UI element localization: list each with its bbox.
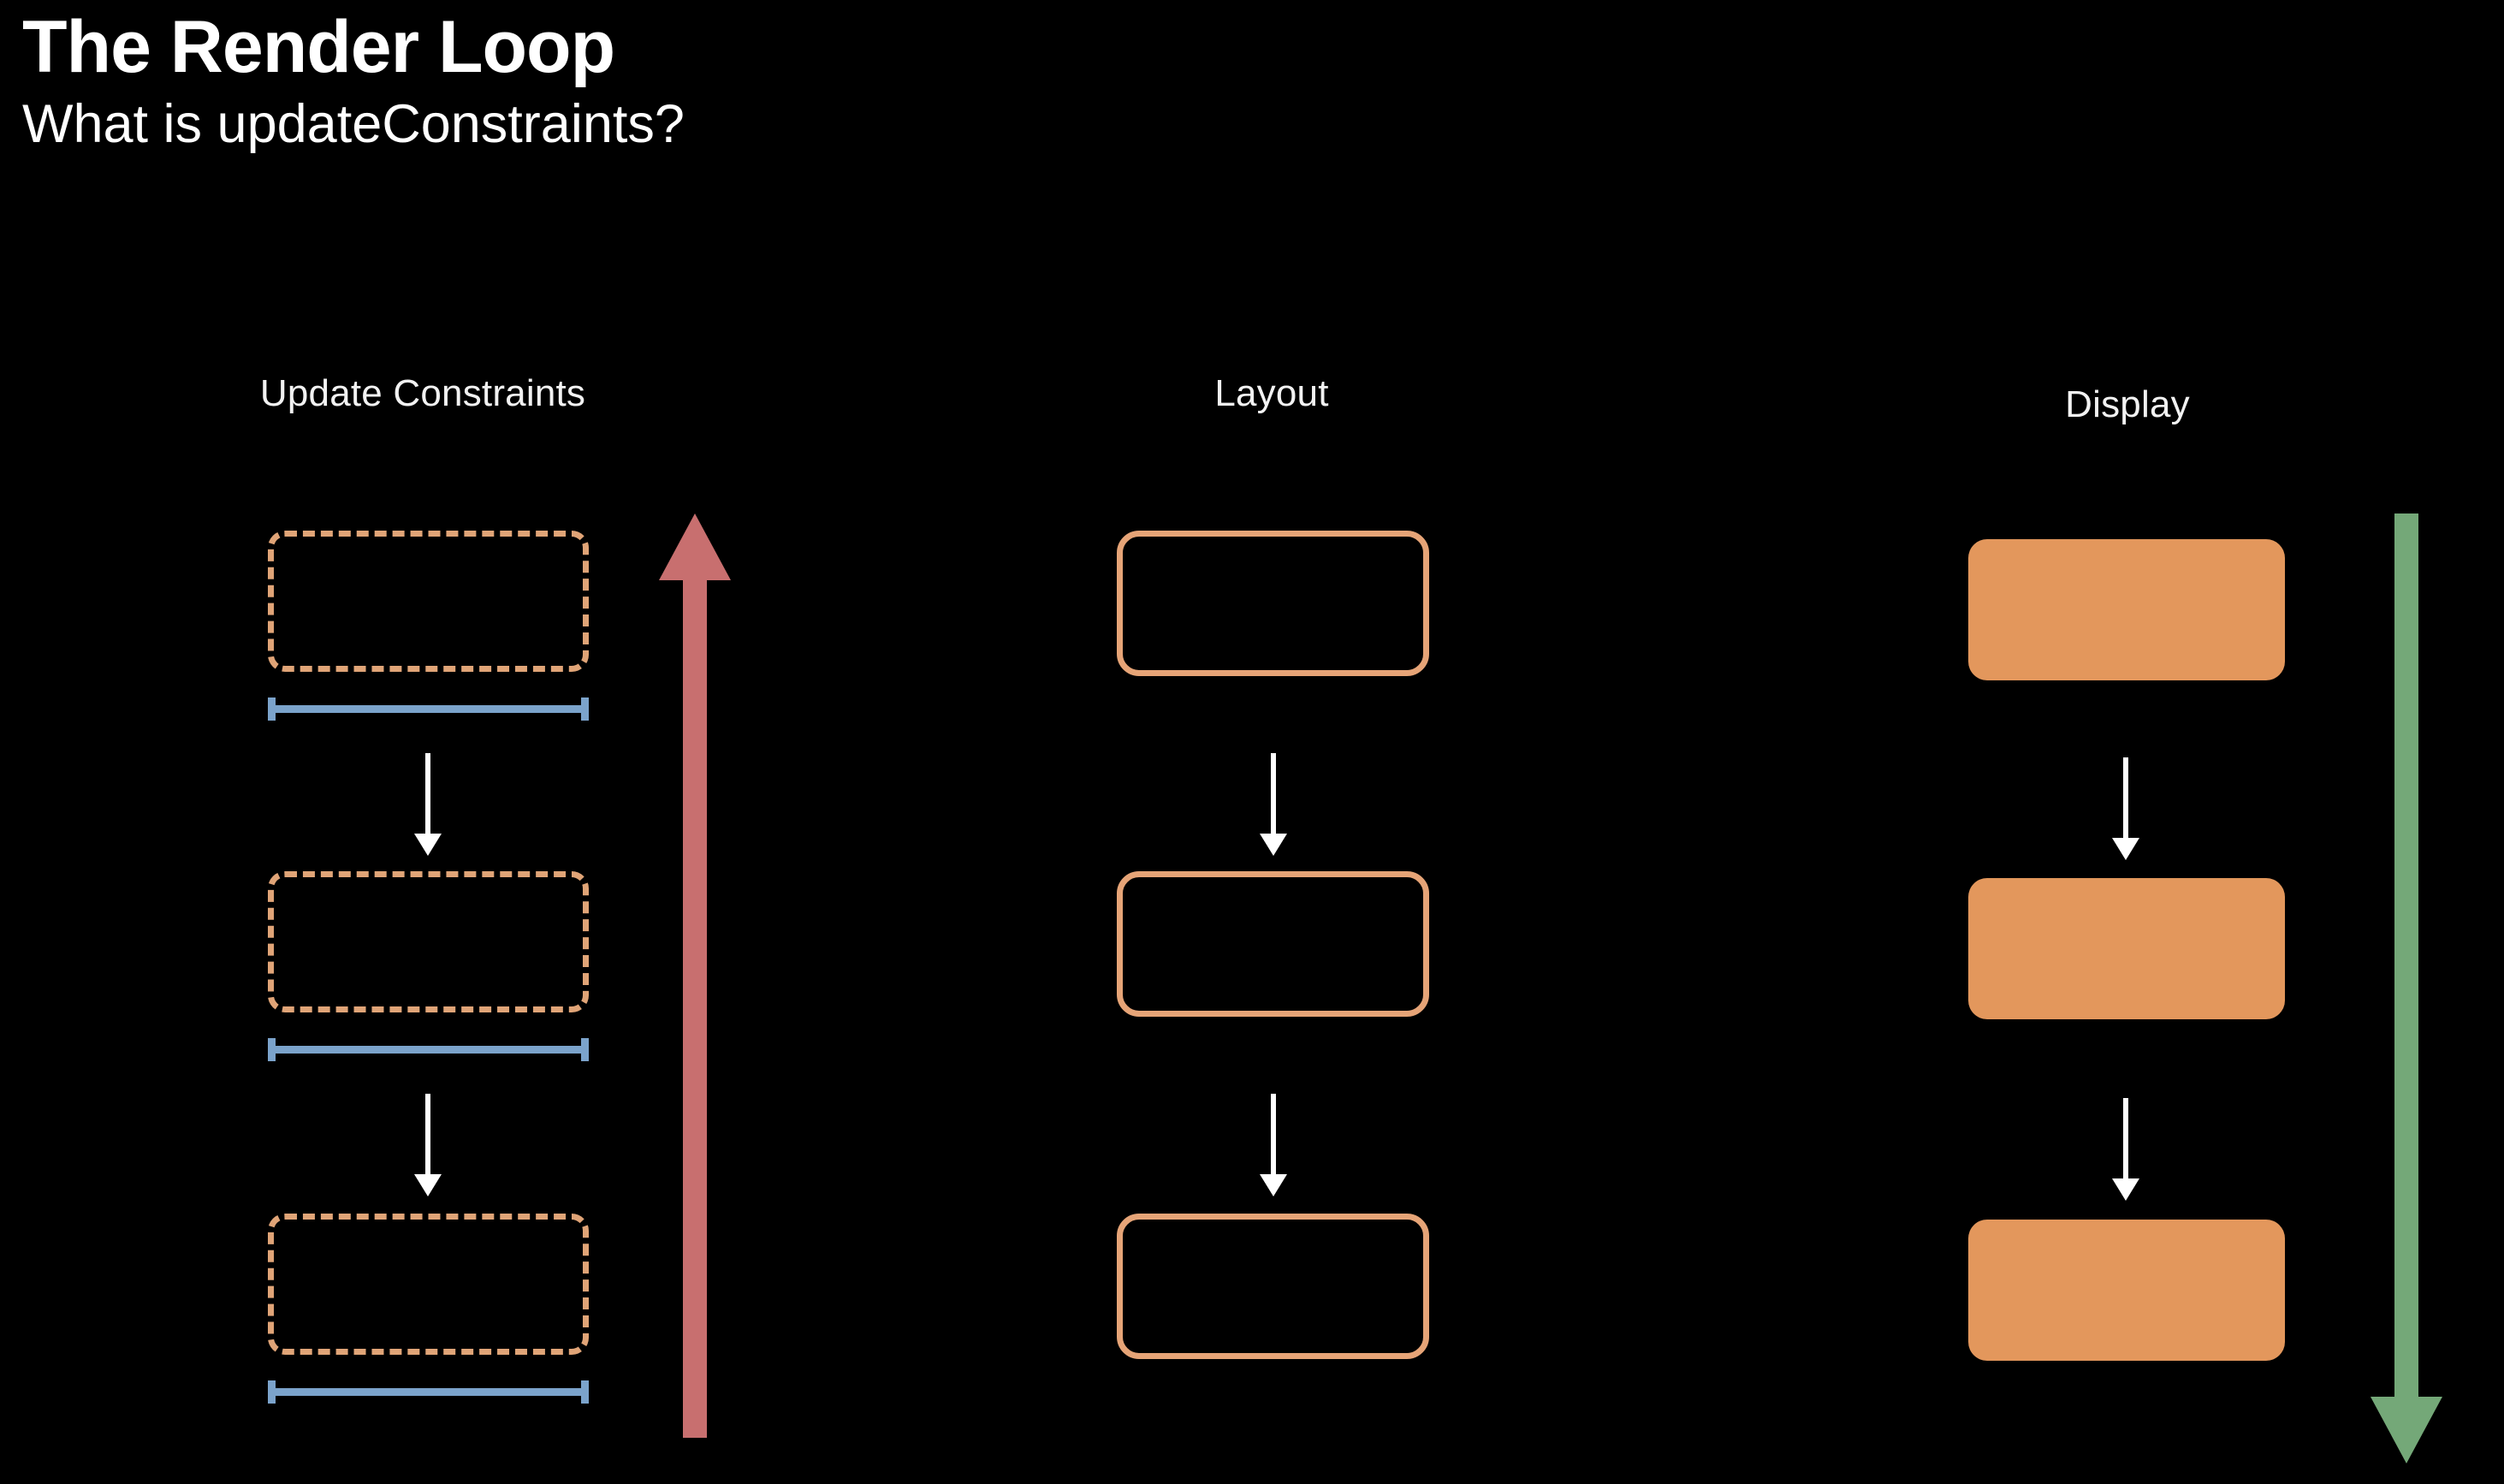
constraint-bar-line: [268, 1388, 589, 1396]
slide-header: The Render Loop What is updateConstraint…: [22, 6, 2247, 154]
connector-shaft: [2123, 1098, 2128, 1180]
connector-arrow-down-icon: [1246, 1094, 1301, 1196]
constraint-bar-line: [268, 705, 589, 713]
stage-column-update-constraints: Update Constraints: [0, 0, 856, 1484]
connector-shaft: [425, 1094, 430, 1176]
constraint-bar-cap-left: [268, 1038, 276, 1061]
stage-title-display: Display: [2065, 383, 2190, 425]
connector-shaft: [1271, 753, 1276, 835]
constraint-bar: [268, 1380, 589, 1404]
connector-arrowhead: [2112, 838, 2139, 860]
connector-arrow-down-icon: [401, 1094, 455, 1196]
phase-arrowhead: [659, 513, 731, 580]
constraint-bar: [268, 1038, 589, 1061]
phase-arrow-down-icon: [2370, 513, 2442, 1463]
view-node: [268, 531, 589, 672]
constraint-bar-line: [268, 1046, 589, 1054]
stage-title-update-constraints: Update Constraints: [259, 372, 586, 414]
view-node: [268, 1214, 589, 1355]
connector-arrow-down-icon: [1246, 753, 1301, 856]
connector-arrow-down-icon: [2098, 1098, 2153, 1201]
view-node: [1968, 539, 2285, 680]
constraint-bar-cap-right: [581, 1038, 589, 1061]
connector-arrow-down-icon: [2098, 757, 2153, 860]
constraint-bar-cap-left: [268, 697, 276, 721]
view-node: [1117, 531, 1429, 676]
stage-title-layout: Layout: [1214, 372, 1329, 414]
phase-arrow-up-icon: [659, 513, 731, 1438]
phase-arrow-shaft: [2394, 513, 2418, 1400]
connector-shaft: [425, 753, 430, 835]
stage-column-layout: Layout: [856, 0, 2442, 1484]
view-node: [1117, 1214, 1429, 1359]
view-node: [1968, 1220, 2285, 1361]
constraint-bar-cap-left: [268, 1380, 276, 1404]
phase-arrowhead: [2370, 1397, 2442, 1463]
phase-arrow-shaft: [683, 577, 707, 1438]
constraint-bar-cap-right: [581, 1380, 589, 1404]
connector-arrowhead: [414, 1174, 442, 1196]
connector-arrowhead: [2112, 1178, 2139, 1201]
stage-column-display: Display: [1712, 0, 2504, 1484]
page-subtitle: What is updateConstraints?: [22, 93, 685, 154]
connector-shaft: [1271, 1094, 1276, 1176]
page-title: The Render Loop: [22, 6, 615, 88]
constraint-bar-cap-right: [581, 697, 589, 721]
connector-shaft: [2123, 757, 2128, 840]
connector-arrowhead: [1260, 1174, 1287, 1196]
view-node: [1968, 878, 2285, 1019]
connector-arrow-down-icon: [401, 753, 455, 856]
view-node: [268, 871, 589, 1012]
connector-arrowhead: [1260, 834, 1287, 856]
connector-arrowhead: [414, 834, 442, 856]
constraint-bar: [268, 697, 589, 721]
view-node: [1117, 871, 1429, 1017]
